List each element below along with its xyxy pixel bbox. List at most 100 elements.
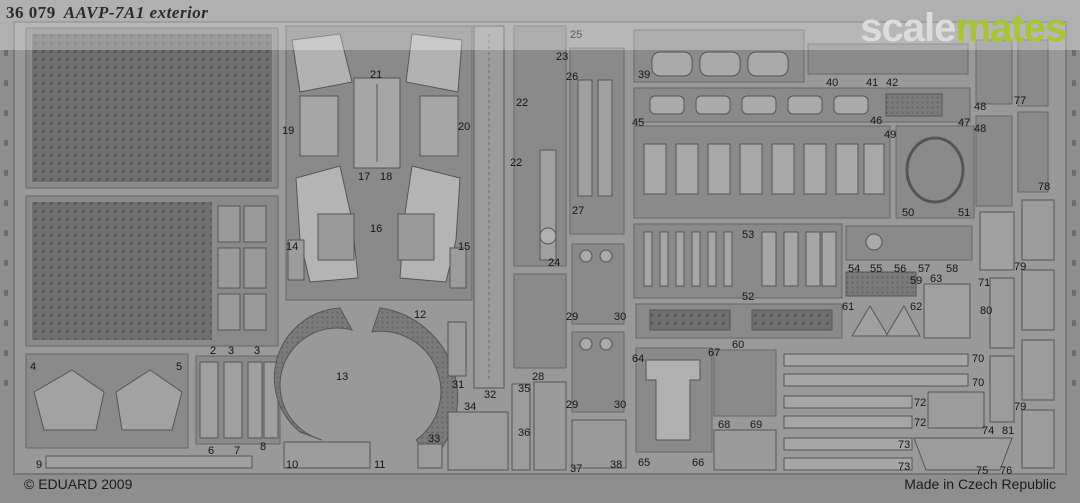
part-number: 76 — [1000, 465, 1012, 477]
part-number: 59 — [910, 275, 922, 287]
part-number: 15 — [458, 241, 470, 253]
part-number: 65 — [638, 457, 650, 469]
part-number: 45 — [632, 117, 644, 129]
part-number: 53 — [742, 229, 754, 241]
part-35-36 — [511, 383, 531, 471]
part-number: 21 — [370, 69, 382, 81]
part-number: 2 — [210, 345, 216, 357]
part-number: 13 — [336, 371, 348, 383]
part-number: 52 — [742, 291, 754, 303]
part-75 — [913, 437, 1013, 471]
part-number: 51 — [958, 207, 970, 219]
part-number: 79 — [1014, 261, 1026, 273]
part-number: 33 — [428, 433, 440, 445]
part-number: 62 — [910, 301, 922, 313]
part-number: 46 — [870, 115, 882, 127]
part-3-blocks — [217, 205, 267, 331]
part-number: 30 — [614, 399, 626, 411]
part-number: 40 — [826, 77, 838, 89]
fret-title: 36 079 AAVP-7A1 exterior — [6, 3, 208, 23]
part-number: 70 — [972, 377, 984, 389]
part-number: 73 — [898, 439, 910, 451]
part-number: 69 — [750, 419, 762, 431]
part-number: 3 — [254, 345, 260, 357]
part-32 — [473, 25, 505, 389]
part-number: 48 — [974, 123, 986, 135]
part-5 — [115, 369, 183, 431]
part-number: 19 — [282, 125, 294, 137]
mesh-panel-b — [32, 202, 212, 340]
part-number: 47 — [958, 117, 970, 129]
part-10-11 — [283, 441, 371, 469]
part-number: 70 — [972, 353, 984, 365]
scalemates-logo: scalemates — [860, 6, 1067, 51]
part-number: 58 — [946, 263, 958, 275]
part-number: 68 — [718, 419, 730, 431]
part-number: 16 — [370, 223, 382, 235]
mesh-panel-a — [32, 34, 272, 182]
watermark-band — [0, 0, 1080, 50]
logo-scale: scale — [860, 6, 956, 50]
origin-text: Made in Czech Republic — [904, 476, 1056, 492]
part-number: 28 — [532, 371, 544, 383]
part-number: 22 — [516, 97, 528, 109]
part-15 — [449, 247, 467, 289]
part-number: 80 — [980, 305, 992, 317]
part-number: 20 — [458, 121, 470, 133]
part-number: 29 — [566, 311, 578, 323]
part-number: 3 — [228, 345, 234, 357]
part-number: 72 — [914, 397, 926, 409]
part-13 — [273, 307, 353, 441]
part-number: 23 — [556, 51, 568, 63]
part-number: 54 — [848, 263, 860, 275]
part-33 — [417, 443, 443, 469]
part-62 — [923, 283, 971, 339]
part-number: 75 — [976, 465, 988, 477]
part-number: 7 — [234, 445, 240, 457]
part-number: 57 — [918, 263, 930, 275]
part-number: 64 — [632, 353, 644, 365]
part-number: 38 — [610, 459, 622, 471]
part-number: 6 — [208, 445, 214, 457]
part-number: 26 — [566, 71, 578, 83]
part-number: 71 — [978, 277, 990, 289]
part-number: 10 — [286, 459, 298, 471]
part-number: 30 — [614, 311, 626, 323]
part-number: 32 — [484, 389, 496, 401]
logo-mates: mates — [955, 6, 1067, 50]
part-number: 66 — [692, 457, 704, 469]
part-number: 17 — [358, 171, 370, 183]
part-number: 60 — [732, 339, 744, 351]
part-number: 74 — [982, 425, 994, 437]
part-number: 41 — [866, 77, 878, 89]
part-number: 39 — [638, 69, 650, 81]
part-number: 5 — [176, 361, 182, 373]
part-number: 50 — [902, 207, 914, 219]
edge-holes — [4, 50, 1076, 386]
part-number: 56 — [894, 263, 906, 275]
part-number: 79 — [1014, 401, 1026, 413]
part-number: 22 — [510, 157, 522, 169]
part-number: 78 — [1038, 181, 1050, 193]
part-number: 29 — [566, 399, 578, 411]
part-number: 8 — [260, 441, 266, 453]
part-number: 81 — [1002, 425, 1014, 437]
part-number-labels: 2 3 3 4 5 6 7 8 9 10 11 12 13 14 15 16 1… — [30, 29, 1050, 477]
part-9 — [45, 455, 253, 469]
part-number: 9 — [36, 459, 42, 471]
part-34 — [447, 411, 509, 471]
part-number: 18 — [380, 171, 392, 183]
part-number: 24 — [548, 257, 560, 269]
part-number: 42 — [886, 77, 898, 89]
part-number: 34 — [464, 401, 476, 413]
part-31 — [447, 321, 467, 377]
set-number: 36 079 — [6, 3, 56, 22]
part-number: 31 — [452, 379, 464, 391]
part-number: 55 — [870, 263, 882, 275]
part-number: 48 — [974, 101, 986, 113]
part-number: 37 — [570, 463, 582, 475]
set-title: AAVP-7A1 exterior — [63, 3, 209, 22]
part-number: 63 — [930, 273, 942, 285]
part-number: 11 — [374, 459, 385, 471]
